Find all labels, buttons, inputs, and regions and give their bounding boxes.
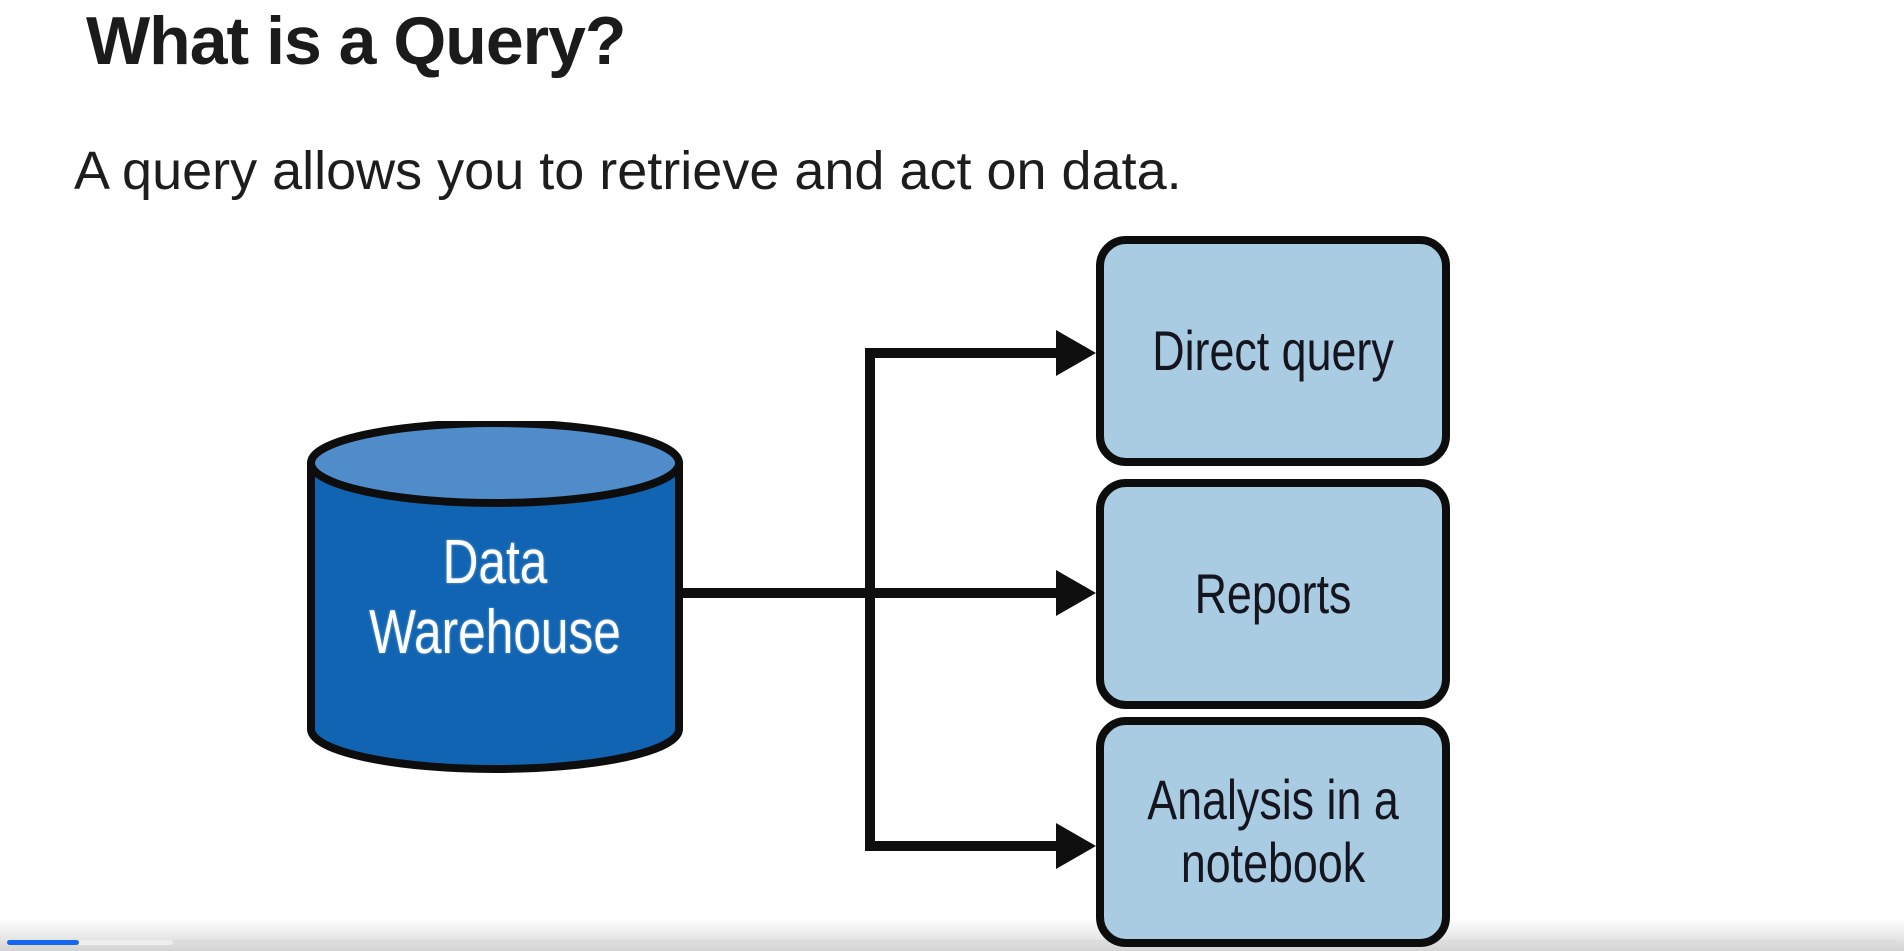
slide-subtitle: A query allows you to retrieve and act o… <box>74 141 1182 201</box>
node-direct-query: Direct query <box>1096 236 1450 466</box>
video-buffered-bar <box>7 940 173 945</box>
node-analysis-notebook: Analysis in a notebook <box>1096 717 1450 947</box>
database-cylinder-icon <box>307 419 683 773</box>
data-warehouse-cylinder <box>305 419 685 773</box>
video-progress-bar[interactable] <box>7 940 79 945</box>
node-reports: Reports <box>1096 479 1450 709</box>
video-scrubber-track[interactable] <box>7 940 1897 945</box>
node-analysis-notebook-label: Analysis in a notebook <box>1147 768 1399 894</box>
arrowhead-direct-query <box>1056 330 1096 376</box>
data-warehouse-label-line1: Data <box>442 528 548 597</box>
data-warehouse-label: Data Warehouse <box>343 528 647 668</box>
connector-branch-bottom <box>865 841 1060 851</box>
arrowhead-notebook <box>1056 823 1096 869</box>
connector-vertical <box>865 348 875 851</box>
arrowhead-reports <box>1056 570 1096 616</box>
node-direct-query-label: Direct query <box>1152 318 1394 382</box>
data-warehouse-label-line2: Warehouse <box>369 598 621 667</box>
slide-title: What is a Query? <box>86 3 626 79</box>
node-reports-label: Reports <box>1194 561 1352 625</box>
connector-branch-top <box>865 348 1060 358</box>
video-player-bar <box>0 920 1904 951</box>
